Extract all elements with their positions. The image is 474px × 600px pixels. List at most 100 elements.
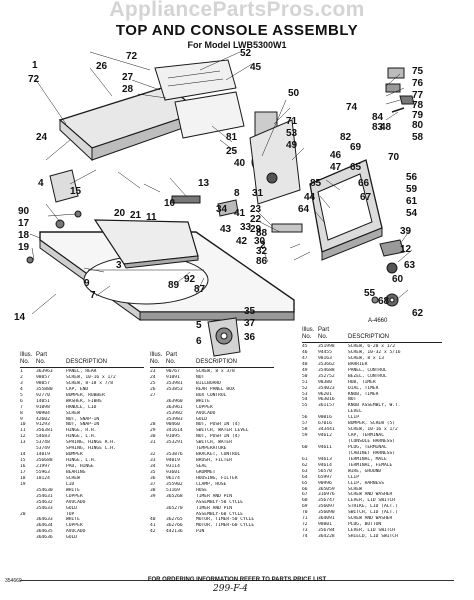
part-number: 98057 xyxy=(36,374,50,380)
part-number: 353876 xyxy=(166,452,183,458)
part-description: SCREW, 8 x 3/8 xyxy=(196,369,235,374)
part-description: TOP xyxy=(66,511,75,517)
part-number: 341614 xyxy=(166,428,183,434)
callout-number: 44 xyxy=(304,192,316,203)
handwritten-note: 299-F-4 xyxy=(213,584,248,594)
header-illus: Illus. xyxy=(302,327,315,333)
callout-number: 12 xyxy=(400,244,412,255)
callout-number: 70 xyxy=(388,152,400,163)
part-number: 364633 xyxy=(36,517,53,523)
part-number: 90767 xyxy=(166,369,180,374)
part-description: BEARING xyxy=(66,469,86,475)
callout-number: 59 xyxy=(406,184,418,195)
part-description: NUT xyxy=(196,374,205,380)
callout-number: 61 xyxy=(406,196,418,207)
part-number: 354023 xyxy=(318,385,335,391)
callout-number: 27 xyxy=(122,72,134,83)
illus-number: 40 xyxy=(150,517,156,523)
part-description: SPRING, HINGE L.H. xyxy=(66,446,116,452)
illus-number: 14 xyxy=(20,452,26,458)
part-description: TERMINAL, MALE xyxy=(348,456,387,462)
header-illus: Illus. xyxy=(150,352,163,358)
part-description: HUB, TIMER xyxy=(348,379,376,385)
header-no: No. xyxy=(150,359,160,365)
part-description: KNOB ASSEMBLY, W.T. xyxy=(348,403,401,409)
header-part: Part xyxy=(36,352,48,358)
part-number: 356784 xyxy=(318,528,335,534)
part-description: TEMPERATURE xyxy=(196,446,227,452)
part-description: SCREW xyxy=(348,486,362,492)
part-description: TIMER AND PIN xyxy=(196,493,232,499)
part-description: BEZEL, CONTROL xyxy=(348,373,387,379)
part-description: WASHER, FIBRE xyxy=(66,398,102,404)
callout-number: 54 xyxy=(406,208,418,219)
illus-number: 23 xyxy=(150,369,156,374)
illus-number: 8 xyxy=(20,410,23,416)
illus-number: 61 xyxy=(302,456,308,462)
part-number: 316976 xyxy=(318,492,335,498)
part-description: PANEL, CONTROL xyxy=(348,367,387,373)
part-number: 94455 xyxy=(318,349,332,355)
part-number: 356688 xyxy=(36,458,53,464)
illus-number: 37 xyxy=(150,481,156,487)
part-number: 362765 xyxy=(166,517,183,523)
callout-number: 7 xyxy=(90,290,96,301)
callout-number: 19 xyxy=(18,242,30,253)
part-number: 94612 xyxy=(318,433,332,439)
part-number: 361157 xyxy=(318,403,335,409)
part-description: NUT xyxy=(348,397,357,403)
illus-number: 52 xyxy=(302,385,308,391)
illus-number: 16 xyxy=(20,464,26,469)
watermark: AppliancePartsPros.com xyxy=(109,0,365,21)
part-number: 364636 xyxy=(36,535,53,541)
part-description: SHIELD, LID SWITCH xyxy=(348,534,398,539)
part-description: BOX CONTROL xyxy=(196,392,227,398)
illus-number: 41 xyxy=(150,523,156,529)
part-number: 21997 xyxy=(36,464,50,469)
illus-number: 57 xyxy=(302,421,308,427)
illus-number: 64 xyxy=(302,474,308,480)
callout-number: 30 xyxy=(254,236,266,247)
part-number: 353853 xyxy=(166,386,183,392)
illus-number: 30 xyxy=(150,434,156,440)
part-description: TIMER AND PIN xyxy=(196,505,232,511)
illus-number: 47 xyxy=(302,355,308,361)
callout-number: 21 xyxy=(130,210,142,221)
part-description: BARRIER xyxy=(348,361,368,367)
part-description: BRACKET, CONTROL xyxy=(196,452,241,458)
footer-rule xyxy=(20,580,454,581)
callout-number: 37 xyxy=(244,318,256,329)
part-number: 365268 xyxy=(166,493,183,499)
part-description: MOTOR, TIMER-60 CYCLE xyxy=(196,523,255,529)
header-description: DESCRIPTION xyxy=(66,359,108,365)
illus-number: 19 xyxy=(20,481,26,487)
illus-number: 68 xyxy=(302,498,308,504)
part-number: 65997 xyxy=(318,474,332,480)
illus-number: 66 xyxy=(302,486,308,492)
part-description: SCREW xyxy=(66,410,80,416)
